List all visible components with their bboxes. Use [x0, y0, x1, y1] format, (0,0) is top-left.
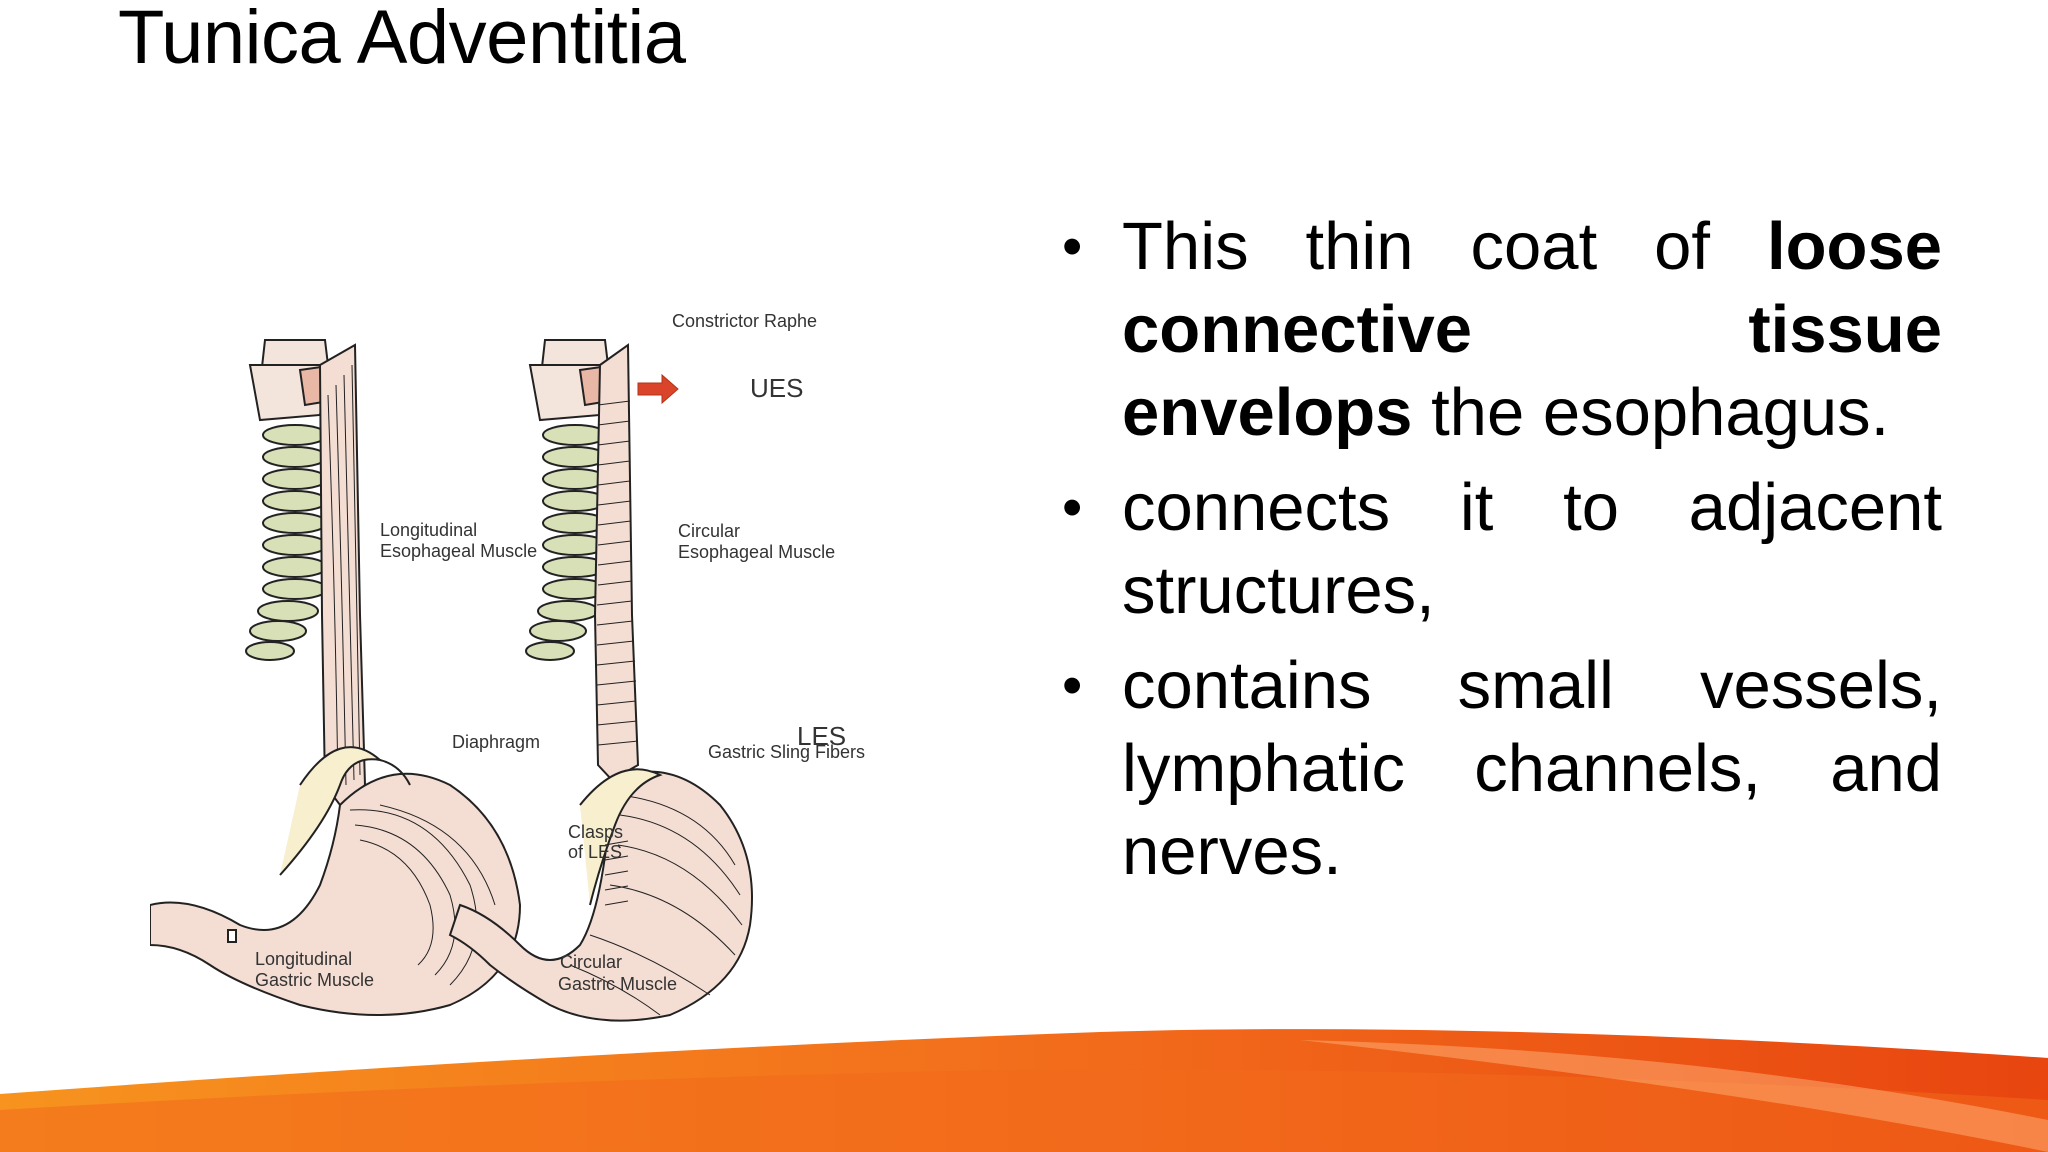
bullet-text-before: This thin coat of	[1122, 209, 1767, 284]
label-clasps-line2: of LES	[568, 842, 622, 862]
bullet-item: This thin coat of loose connective tissu…	[1062, 205, 1942, 454]
label-circular-gastric-line1: Circular	[560, 952, 622, 972]
bullet-list: This thin coat of loose connective tissu…	[1062, 205, 1942, 905]
label-longitudinal-gastric-line2: Gastric Muscle	[255, 970, 374, 990]
right-figure	[448, 339, 753, 1022]
orange-wave-decoration	[0, 1010, 2048, 1152]
label-clasps-line1: Clasps	[568, 822, 623, 842]
label-ues: UES	[750, 373, 803, 403]
slide-title: Tunica Adventitia	[118, 0, 686, 80]
label-circular-esophageal-line1: Circular	[678, 521, 740, 541]
esophagus-diagram: Constrictor Raphe UES Longitudinal Esoph…	[150, 285, 910, 1045]
label-circular-gastric-line2: Gastric Muscle	[558, 974, 677, 994]
ues-arrow-icon	[637, 373, 679, 405]
left-figure	[150, 339, 522, 1016]
bullet-item: contains small vessels, lymphatic channe…	[1062, 644, 1942, 893]
label-gastric-sling-fibers: Gastric Sling Fibers	[708, 742, 865, 762]
label-diaphragm: Diaphragm	[452, 732, 540, 752]
label-les: LES	[797, 721, 846, 751]
label-circular-esophageal-line2: Esophageal Muscle	[678, 542, 835, 562]
label-longitudinal-gastric-line1: Longitudinal	[255, 949, 352, 969]
label-constrictor-raphe: Constrictor Raphe	[672, 311, 817, 331]
bullet-bold-text: loose connective tissue envelops	[1122, 209, 1942, 450]
esophagus-illustration: Constrictor Raphe UES Longitudinal Esoph…	[150, 311, 865, 1022]
diagram-labels: Constrictor Raphe UES Longitudinal Esoph…	[255, 311, 865, 994]
bullet-text-after: the esophagus.	[1412, 375, 1890, 450]
label-longitudinal-esophageal-line1: Longitudinal	[380, 520, 477, 540]
label-longitudinal-esophageal-line2: Esophageal Muscle	[380, 541, 537, 561]
bullet-item: connects it to adjacent structures,	[1062, 466, 1942, 632]
